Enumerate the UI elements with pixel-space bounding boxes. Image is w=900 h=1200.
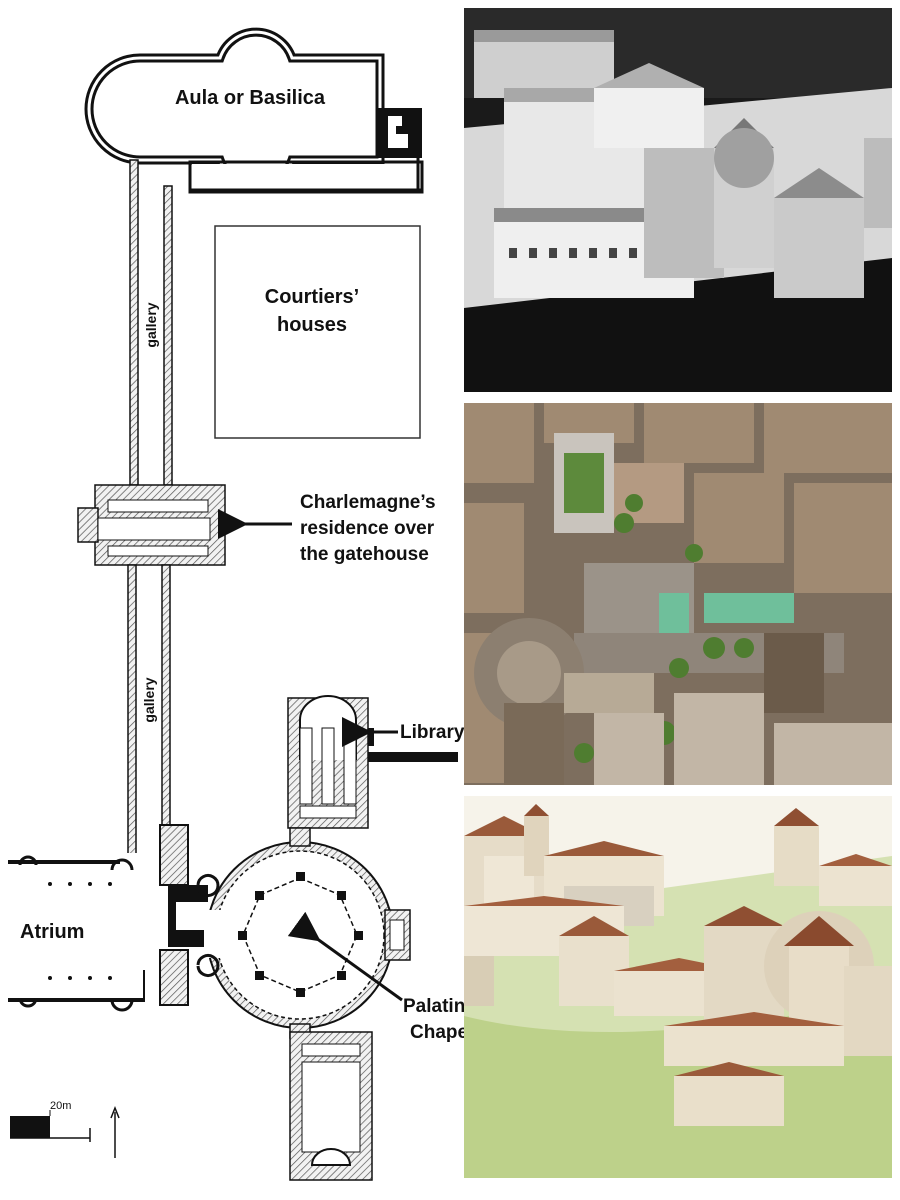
model-photo — [464, 8, 892, 392]
chapel-label-line2: Chapel — [410, 1022, 464, 1043]
chapel-arrow-icon — [287, 911, 403, 1002]
palatine-chapel — [196, 827, 411, 1039]
courtiers-label-line2: houses — [277, 314, 347, 336]
aula-side-corridor — [188, 160, 424, 194]
residence-label-line3: the gatehouse — [300, 544, 429, 565]
atrium — [8, 824, 216, 1012]
south-annex — [289, 1031, 373, 1181]
aerial-photo — [464, 403, 892, 785]
scale-label: 20m — [50, 1100, 71, 1112]
scale-bar: 20m — [10, 1100, 91, 1142]
aula-label: Aula or Basilica — [175, 87, 326, 109]
courtiers-houses — [214, 225, 421, 439]
reconstruction-drawing — [464, 796, 892, 1178]
gatehouse-residence — [77, 484, 226, 566]
chapel-label-line1: Palatine — [403, 996, 464, 1017]
residence-label-line2: residence over — [300, 518, 435, 539]
residence-label-line1: Charlemagne’s — [300, 492, 436, 513]
palace-floor-plan: 20m Aula or Basilica Courtiers’ houses g… — [8, 27, 464, 1181]
gallery-upper-label: gallery — [143, 302, 159, 347]
library-label: Library — [400, 722, 464, 743]
gallery-lower-label: gallery — [141, 677, 157, 722]
north-arrow-icon — [110, 1105, 120, 1158]
atrium-label: Atrium — [20, 921, 84, 943]
library — [287, 695, 458, 829]
courtiers-label-line1: Courtiers’ — [265, 286, 359, 308]
